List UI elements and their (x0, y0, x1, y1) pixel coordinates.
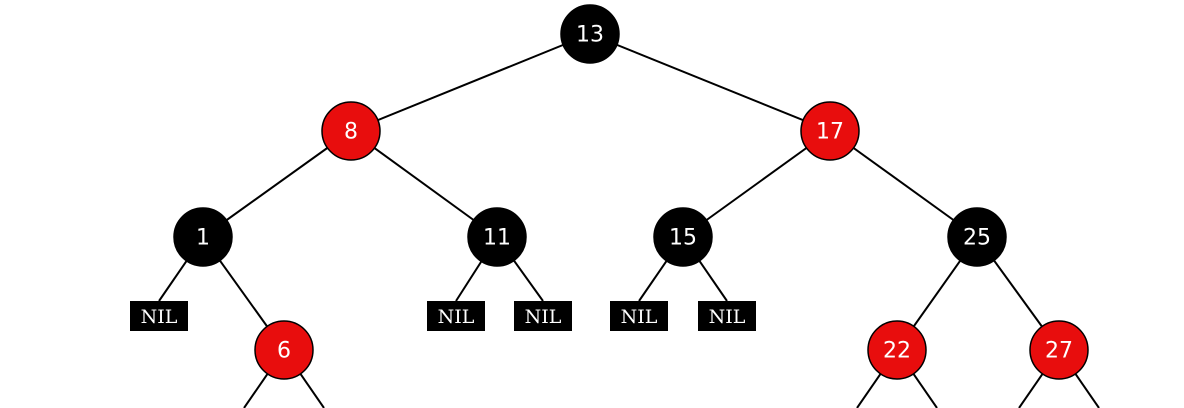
red-node-circle (800, 101, 860, 161)
tree-edge (202, 130, 352, 238)
node-label: 6 (277, 339, 291, 364)
node-label: 25 (963, 226, 991, 251)
nil-leaf: NIL (698, 301, 756, 331)
black-node-circle (653, 207, 713, 267)
node-label: 15 (669, 226, 697, 251)
nil-leaf-box (427, 301, 485, 331)
tree-node-6: 6 (254, 320, 314, 380)
node-label: 1 (196, 226, 210, 251)
tree-node-25: 25 (947, 207, 1007, 267)
nil-leaf: NIL (610, 301, 668, 331)
tree-node-1: 1 (173, 207, 233, 267)
tree-node-17: 17 (800, 101, 860, 161)
nil-leaf: NIL (514, 301, 572, 331)
nil-leaf-label: NIL (525, 306, 562, 328)
tree-edge (350, 130, 498, 238)
nil-leaf-label: NIL (438, 306, 475, 328)
red-node-circle (321, 101, 381, 161)
tree-node-27: 27 (1029, 320, 1089, 380)
node-label: 13 (576, 23, 604, 48)
black-node-circle (560, 4, 620, 64)
red-node-circle (867, 320, 927, 380)
tree-node-8: 8 (321, 101, 381, 161)
tree-node-15: 15 (653, 207, 713, 267)
nil-leaf-label: NIL (709, 306, 746, 328)
nil-leaf-box (610, 301, 668, 331)
red-node-circle (1029, 320, 1089, 380)
nil-leaf-label: NIL (621, 306, 658, 328)
nil-leaf-box (130, 301, 188, 331)
node-label: 17 (816, 120, 844, 145)
tree-edge (829, 130, 978, 238)
nil-leaf: NIL (130, 301, 188, 331)
node-label: 22 (883, 339, 911, 364)
black-node-circle (947, 207, 1007, 267)
black-node-circle (467, 207, 527, 267)
tree-node-13: 13 (560, 4, 620, 64)
tree-node-11: 11 (467, 207, 527, 267)
node-label: 27 (1045, 339, 1073, 364)
tree-edge (589, 33, 831, 132)
node-label: 11 (483, 226, 511, 251)
node-label: 8 (344, 120, 358, 145)
red-node-circle (254, 320, 314, 380)
tree-edge (350, 33, 591, 132)
tree-node-22: 22 (867, 320, 927, 380)
nil-leaf: NIL (427, 301, 485, 331)
nil-leaf-box (514, 301, 572, 331)
tree-edge (682, 130, 831, 238)
nil-leaf-box (698, 301, 756, 331)
nil-leaf-label: NIL (141, 306, 178, 328)
black-node-circle (173, 207, 233, 267)
